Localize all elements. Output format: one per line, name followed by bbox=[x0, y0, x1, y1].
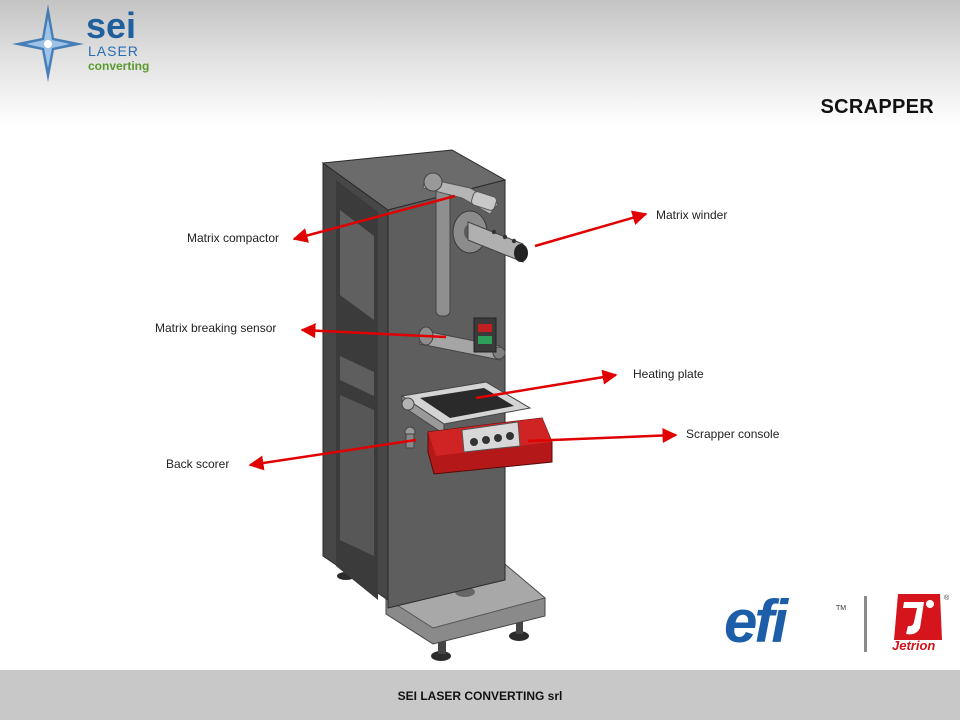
callout-matrix-winder: Matrix winder bbox=[656, 208, 728, 222]
logo-divider bbox=[864, 596, 867, 652]
callout-heating-plate: Heating plate bbox=[633, 367, 704, 381]
star-compass-icon bbox=[12, 4, 84, 82]
logo-laser-text: LASER bbox=[88, 43, 139, 59]
sei-laser-converting-logo: sei LASER converting bbox=[12, 4, 149, 82]
callout-back-scorer: Back scorer bbox=[166, 457, 230, 471]
efi-jetrion-logo: efi TM Jetrion ® bbox=[724, 588, 950, 655]
arrow-heating-plate bbox=[475, 369, 618, 400]
jetrion-registered-mark: ® bbox=[944, 594, 950, 602]
efi-tm-text: TM bbox=[836, 605, 846, 612]
arrow-scrapper-console bbox=[527, 428, 678, 444]
callout-matrix-breaking-sensor: Matrix breaking sensor bbox=[155, 321, 277, 335]
footer-company-name: SEI LASER CONVERTING srl bbox=[397, 689, 563, 703]
arrow-matrix-winder bbox=[534, 210, 648, 248]
machine-illustration bbox=[321, 149, 553, 661]
footer-bar: SEI LASER CONVERTING srl bbox=[0, 670, 960, 720]
callout-scrapper-console: Scrapper console bbox=[686, 427, 780, 441]
arrow-matrix-breaking-sensor bbox=[300, 323, 447, 339]
page-title: SCRAPPER bbox=[820, 96, 934, 118]
arrow-matrix-compactor bbox=[292, 194, 456, 243]
efi-logo-text: efi bbox=[724, 588, 789, 655]
arrow-back-scorer bbox=[248, 438, 417, 471]
scrapper-machine-diagram bbox=[248, 149, 678, 661]
jetrion-logo-mark bbox=[894, 594, 942, 640]
logo-sei-text: sei bbox=[86, 5, 136, 46]
callout-arrows bbox=[248, 194, 678, 471]
callout-matrix-compactor: Matrix compactor bbox=[187, 231, 280, 245]
jetrion-logo-text: Jetrion bbox=[892, 638, 935, 653]
logo-converting-text: converting bbox=[88, 59, 149, 73]
